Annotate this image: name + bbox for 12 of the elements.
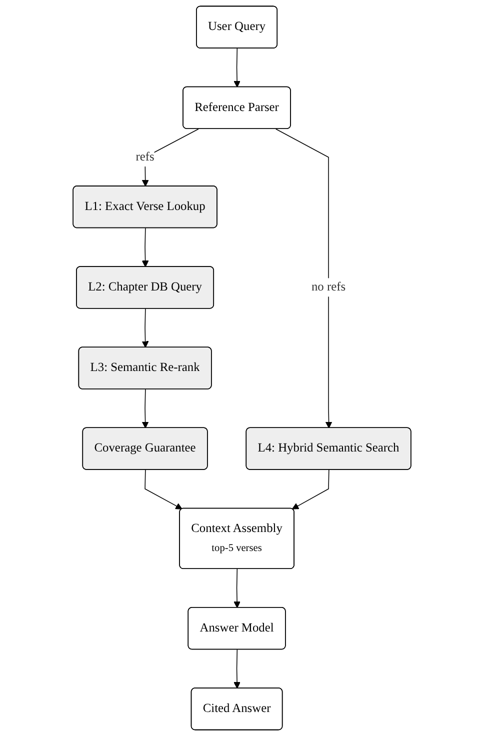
arrow [234,649,240,689]
arrow [292,470,330,510]
arrow [142,388,149,428]
arrow [234,568,240,608]
arrow [142,308,149,348]
arrow [142,128,199,187]
edge-label: no refs [311,280,346,294]
edge-label: refs [136,150,154,164]
arrow [144,470,182,510]
arrow [142,228,149,268]
arrow [275,128,332,428]
arrow [234,48,240,88]
